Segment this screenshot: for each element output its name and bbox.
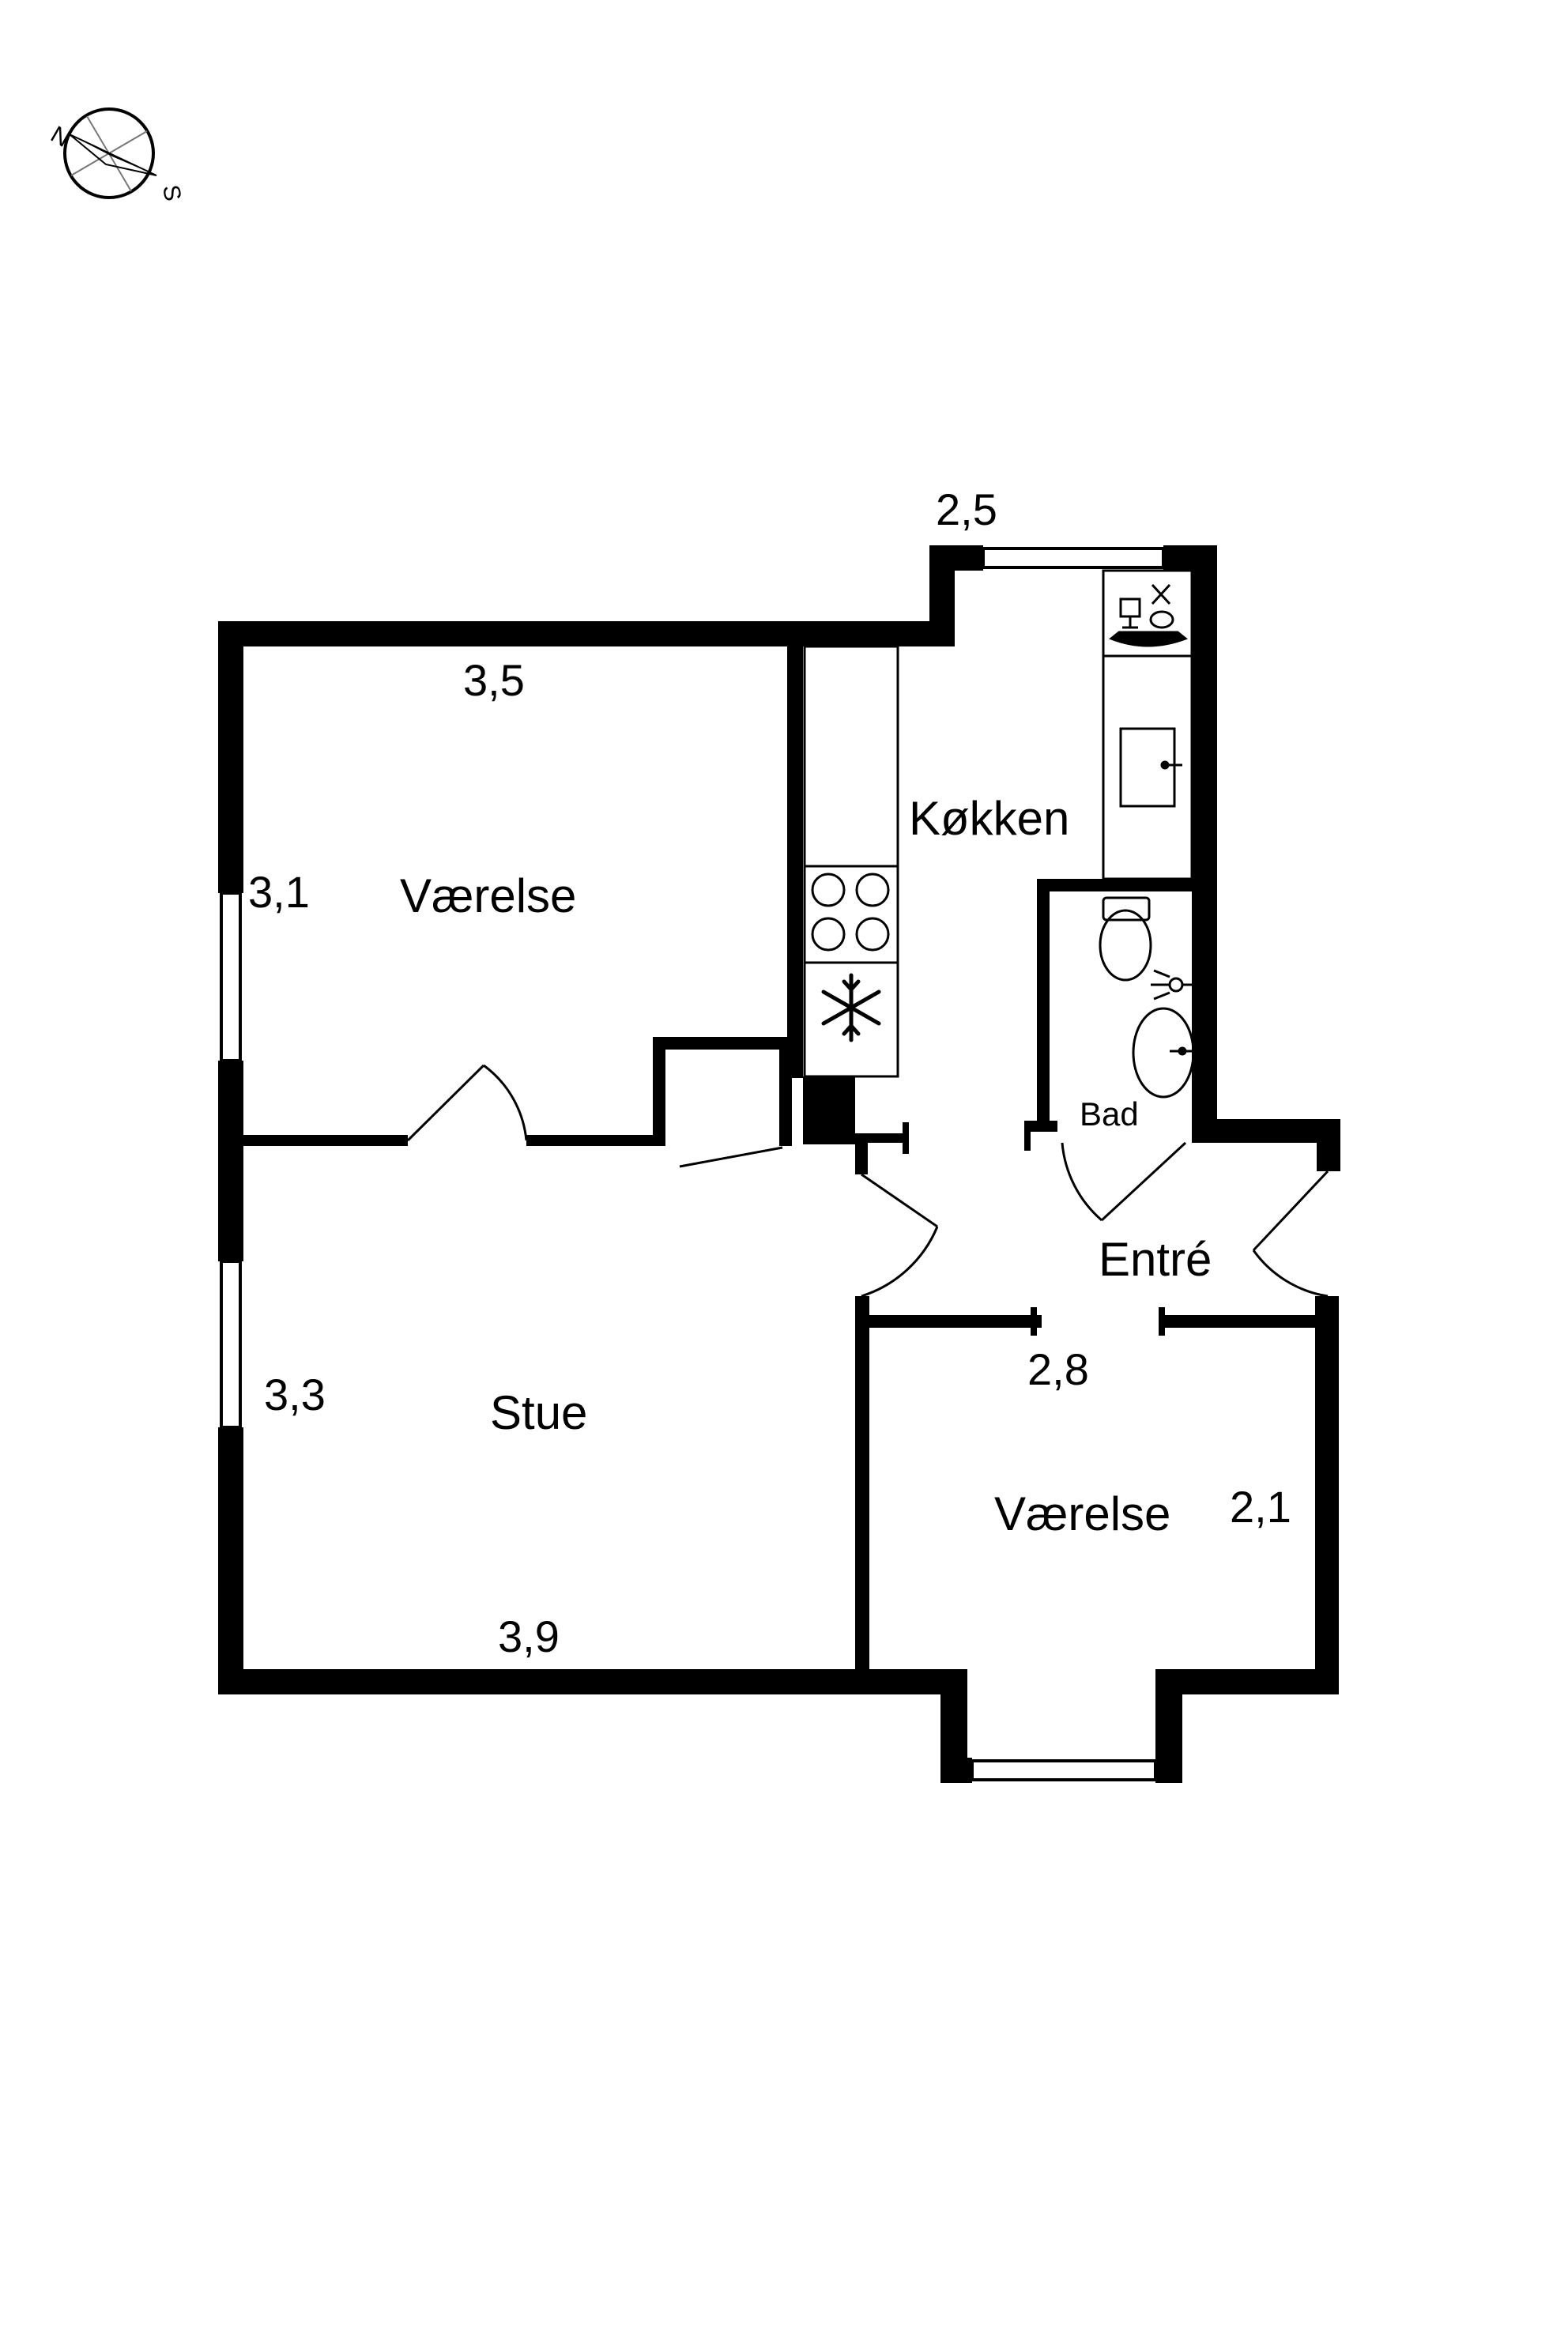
bathroom-fixtures [1099,896,1195,1099]
door-closet [679,1146,783,1168]
stove-icon [811,873,890,952]
toilet-bowl-icon [1099,909,1152,982]
dim-kitchen-top: 2,5 [936,484,997,534]
dim-stue-depth: 3,3 [264,1370,326,1419]
dim-vaerelse-top-width: 3,5 [463,655,525,705]
kitchen-fixtures [803,569,1193,1078]
door-stue [861,1173,939,1298]
window-vaerelse-top [220,891,242,1062]
washbasin-icon [1132,1007,1195,1099]
room-label-bad: Bad [1080,1095,1139,1133]
shower-icon [1151,969,1193,1001]
outer-walls [218,545,1340,1783]
dim-stue-width: 3,9 [498,1611,560,1661]
room-label-vaerelse-bottom: Værelse [994,1487,1170,1540]
windows [220,547,1165,1781]
door-bad [1061,1141,1187,1222]
compass-north: N [47,121,74,152]
door-entre [1252,1170,1329,1298]
dim-vaerelse-bottom-depth: 2,1 [1230,1482,1291,1532]
dim-vaerelse-bottom-width: 2,8 [1027,1344,1089,1394]
doors [406,1064,1329,1298]
interior-walls [243,646,1317,1669]
dishwasher-icon [1109,583,1188,647]
window-kitchen [982,547,1165,569]
door-vaerelse-top [406,1064,528,1142]
toilet-icon [1102,896,1151,922]
kitchen-sink-icon [1119,727,1182,808]
window-stue [220,1260,242,1429]
room-labels: Værelse Køkken Bad Entré Stue Værelse [400,792,1212,1540]
snowflake-icon [821,973,881,1042]
compass-south: S [157,183,186,202]
dimension-labels: 2,5 3,5 3,1 3,3 3,9 2,8 2,1 [248,484,1291,1661]
room-label-kokken: Køkken [909,792,1069,845]
room-label-entre: Entré [1099,1233,1212,1286]
room-label-stue: Stue [490,1386,587,1439]
compass-needle-tail-icon [69,134,157,176]
dim-vaerelse-top-depth: 3,1 [248,867,310,917]
window-bay [971,1759,1157,1781]
compass: N S [47,107,186,203]
room-label-vaerelse-top: Værelse [400,869,576,922]
